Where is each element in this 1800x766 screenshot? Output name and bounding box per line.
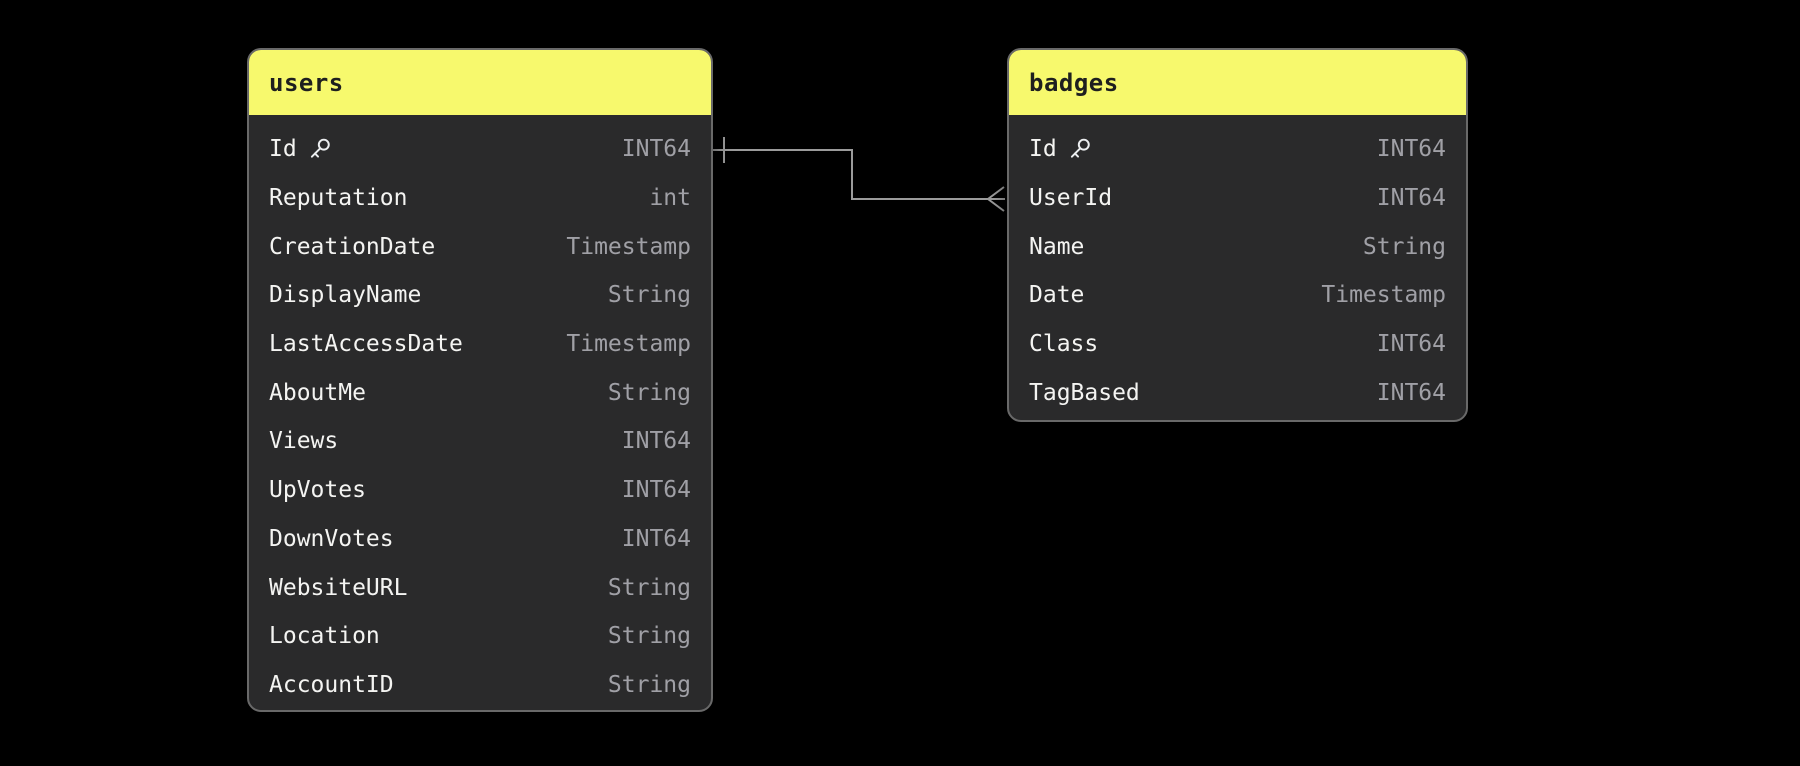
column-row-users-LastAccessDate[interactable]: LastAccessDate Timestamp <box>249 320 711 369</box>
column-name: Reputation <box>269 185 407 211</box>
cardinality-many-marker <box>986 186 1005 212</box>
column-type: INT64 <box>1376 379 1446 406</box>
column-name: Date <box>1029 282 1084 308</box>
column-row-users-WebsiteURL[interactable]: WebsiteURL String <box>249 563 711 612</box>
column-row-badges-UserId[interactable]: UserId INT64 <box>1009 174 1466 223</box>
key-icon <box>307 136 333 162</box>
table-header-badges[interactable]: badges <box>1009 50 1466 115</box>
table-title: users <box>269 68 344 97</box>
column-name: Class <box>1029 331 1098 357</box>
column-row-users-CreationDate[interactable]: CreationDate Timestamp <box>249 222 711 271</box>
column-name-label: Views <box>269 428 339 455</box>
column-type: String <box>1362 233 1446 260</box>
column-name: Name <box>1029 234 1084 260</box>
column-name: DownVotes <box>269 526 394 552</box>
column-row-users-UpVotes[interactable]: UpVotes INT64 <box>249 466 711 515</box>
column-type: INT64 <box>621 136 691 163</box>
column-row-users-AccountID[interactable]: AccountID String <box>249 661 711 710</box>
column-name-label: TagBased <box>1029 379 1140 406</box>
column-type: String <box>607 671 691 698</box>
column-type: int <box>649 185 691 212</box>
relationship-users-badges[interactable] <box>712 137 1005 212</box>
column-type: Timestamp <box>566 233 691 260</box>
column-row-users-DisplayName[interactable]: DisplayName String <box>249 271 711 320</box>
column-name-label: Class <box>1029 331 1099 358</box>
column-name-label: Id <box>1029 136 1057 163</box>
column-name-label: Id <box>269 136 297 163</box>
table-title: badges <box>1029 68 1119 97</box>
column-name: DisplayName <box>269 282 421 308</box>
column-type: String <box>607 623 691 650</box>
column-row-badges-Date[interactable]: Date Timestamp <box>1009 271 1466 320</box>
column-name: TagBased <box>1029 380 1140 406</box>
column-name-label: WebsiteURL <box>269 574 408 601</box>
column-name-label: AboutMe <box>269 379 366 406</box>
column-name: UserId <box>1029 185 1112 211</box>
relationship-line[interactable] <box>712 149 1005 200</box>
column-name: Id <box>1029 136 1093 162</box>
column-type: INT64 <box>621 525 691 552</box>
column-name: Id <box>269 136 333 162</box>
column-row-badges-Id[interactable]: Id INT64 <box>1009 125 1466 174</box>
column-name-label: Location <box>269 623 380 650</box>
column-name-label: CreationDate <box>269 233 436 260</box>
column-name: Views <box>269 428 338 454</box>
column-type: INT64 <box>1376 331 1446 358</box>
column-name-label: Reputation <box>269 185 408 212</box>
column-type: String <box>607 282 691 309</box>
column-type: INT64 <box>621 428 691 455</box>
column-row-users-Id[interactable]: Id INT64 <box>249 125 711 174</box>
column-name: LastAccessDate <box>269 331 463 357</box>
column-row-users-DownVotes[interactable]: DownVotes INT64 <box>249 515 711 564</box>
column-name-label: UserId <box>1029 185 1113 212</box>
column-type: INT64 <box>621 477 691 504</box>
column-name: WebsiteURL <box>269 575 407 601</box>
column-type: String <box>607 574 691 601</box>
table-header-users[interactable]: users <box>249 50 711 115</box>
column-row-users-Location[interactable]: Location String <box>249 612 711 661</box>
column-row-badges-TagBased[interactable]: TagBased INT64 <box>1009 368 1466 417</box>
column-row-badges-Class[interactable]: Class INT64 <box>1009 320 1466 369</box>
key-icon <box>1067 136 1093 162</box>
column-type: INT64 <box>1376 136 1446 163</box>
column-name-label: DisplayName <box>269 282 422 309</box>
column-row-badges-Name[interactable]: Name String <box>1009 222 1466 271</box>
column-row-users-Reputation[interactable]: Reputation int <box>249 174 711 223</box>
column-name-label: LastAccessDate <box>269 331 463 358</box>
column-name: CreationDate <box>269 234 435 260</box>
column-name: UpVotes <box>269 477 366 503</box>
column-type: Timestamp <box>566 331 691 358</box>
column-name-label: DownVotes <box>269 525 394 552</box>
column-type: String <box>607 379 691 406</box>
column-row-users-Views[interactable]: Views INT64 <box>249 417 711 466</box>
column-name-label: Date <box>1029 282 1085 309</box>
column-name: AboutMe <box>269 380 366 406</box>
column-type: Timestamp <box>1321 282 1446 309</box>
column-type: INT64 <box>1376 185 1446 212</box>
column-name: AccountID <box>269 672 394 698</box>
column-row-users-AboutMe[interactable]: AboutMe String <box>249 368 711 417</box>
column-name-label: UpVotes <box>269 477 366 504</box>
column-name: Location <box>269 623 380 649</box>
column-name-label: AccountID <box>269 671 394 698</box>
column-name-label: Name <box>1029 233 1085 260</box>
